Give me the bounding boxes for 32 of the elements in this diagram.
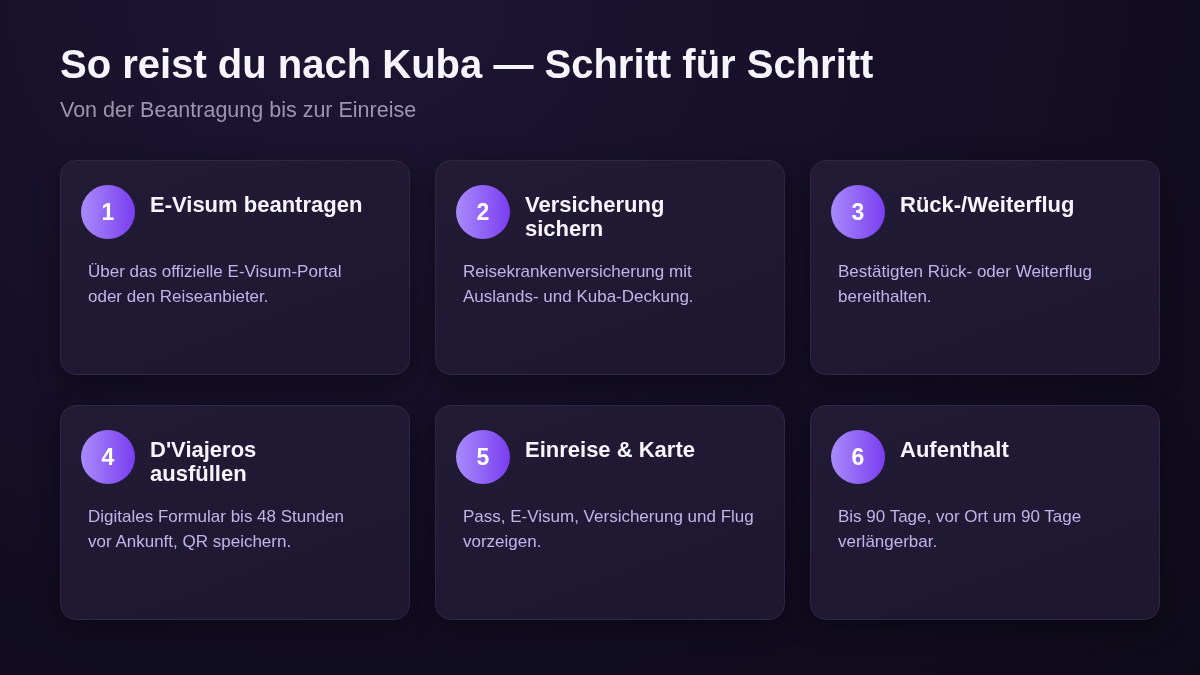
step-number: 5	[476, 444, 490, 470]
step-number-circle	[456, 185, 510, 239]
title: So reist du nach Kuba — Schritt für Schritt	[60, 41, 874, 88]
step-card	[810, 160, 1160, 375]
subtitle: Von der Beantragung bis zur Einreise	[60, 97, 417, 123]
step-card	[435, 160, 785, 375]
step-number: 3	[851, 199, 865, 225]
step-description: Bis 90 Tage, vor Ort um 90 Tage verlängerbar.	[838, 506, 1083, 553]
step-number-circle	[831, 430, 885, 484]
step-heading: Rück-/Weiterflug	[900, 193, 1076, 217]
step-number: 2	[476, 199, 490, 225]
step-heading: E-Visum beantragen	[150, 193, 364, 217]
step-description: Über das offizielle E-Visum-Portal oder den Reiseanbieter.	[88, 261, 343, 308]
step-card	[435, 405, 785, 620]
step-number-circle	[456, 430, 510, 484]
step-number-circle	[831, 185, 885, 239]
step-number: 1	[101, 199, 115, 225]
step-number-circle	[81, 185, 135, 239]
step-heading: Einreise & Karte	[525, 438, 696, 462]
step-number-circle	[81, 430, 135, 484]
step-number: 4	[101, 444, 115, 470]
step-heading: D'Viajeros ausfüllen	[150, 438, 258, 486]
step-number: 6	[851, 444, 865, 470]
step-description: Digitales Formular bis 48 Stunden vor Ankunft, QR speichern.	[88, 506, 346, 553]
step-description: Bestätigten Rück- oder Weiterflug bereithalten.	[838, 261, 1093, 308]
step-description: Reisekrankenversicherung mit Auslands- und Kuba-Deckung.	[463, 261, 695, 308]
step-description: Pass, E-Visum, Versicherung und Flug vorzeigen.	[463, 506, 755, 553]
step-heading: Aufenthalt	[900, 438, 1010, 462]
step-card	[60, 405, 410, 620]
step-heading: Versicherung sichern	[525, 193, 666, 241]
step-card	[60, 160, 410, 375]
step-card	[810, 405, 1160, 620]
